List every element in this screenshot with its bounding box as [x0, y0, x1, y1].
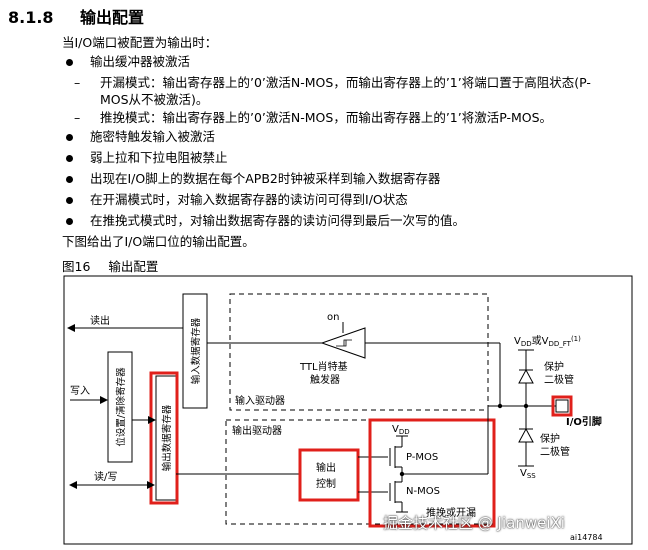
bullet-dot — [66, 155, 73, 162]
nmos-label: N-MOS — [406, 486, 440, 497]
bullet-dot — [66, 218, 73, 225]
ttl-schmitt-label-1: TTL肖特基 — [299, 360, 348, 373]
bullet-dot — [66, 176, 73, 183]
output-control-block — [298, 448, 360, 502]
io-pin-icon — [555, 399, 569, 413]
bullet-dot — [66, 197, 73, 204]
figure-number: 图16 — [62, 259, 91, 274]
bullet-apb2-sampling: 出现在I/O脚上的数据在每个APB2时钟被采样到输入数据寄存器 — [90, 171, 441, 186]
bullet-dot — [66, 134, 73, 141]
figure-label: 图16 输出配置 — [62, 256, 158, 275]
figure-intro-text: 下图给出了I/O端口位的输出配置。 — [62, 234, 255, 249]
output-data-register-highlight — [149, 371, 179, 505]
bullet-output-buffer: 输出缓冲器被激活 — [90, 54, 191, 69]
schmitt-trigger-symbol — [320, 327, 366, 359]
upper-protect-diode-label-1: 保护 — [544, 360, 564, 373]
figure-caption: 输出配置 — [108, 259, 159, 274]
section-number: 8.1.8 — [8, 8, 54, 27]
io-pin-label: I/O引脚 — [566, 415, 602, 428]
bullet-schmitt: 施密特触发输入被激活 — [90, 129, 216, 144]
sub-bullet-dash: – — [74, 75, 81, 90]
figure-id: ai14784 — [570, 533, 603, 542]
input-data-register-label: 输入数据寄存器 — [190, 317, 202, 384]
bit-set-reset-register-label: 位设置/清除寄存器 — [115, 367, 127, 447]
upper-protect-diode-label-2: 二极管 — [544, 373, 574, 386]
lower-diode-icon — [518, 427, 534, 443]
intro-text: 当I/O端口被配置为输出时： — [62, 35, 218, 50]
pmos-label: P-MOS — [406, 452, 438, 463]
watermark: 掘金技术社区 @ JianweiXi — [383, 514, 565, 532]
input-driver-region — [229, 293, 489, 411]
bit-set-reset-register — [107, 351, 133, 463]
pin-junction — [497, 403, 503, 409]
schmitt-on-label: on — [327, 312, 339, 323]
bullet-open-drain-read: 在开漏模式时，对输入数据寄存器的读访问可得到I/O状态 — [90, 192, 408, 207]
vdd-label: VDD — [392, 424, 410, 436]
output-configuration-diagram: 输入数据寄存器 位设置/清除寄存器 输出数据寄存器 读出 写入 读/写 on T… — [63, 275, 633, 545]
bullet-dot — [66, 59, 73, 66]
push-pull-highlight — [368, 418, 496, 528]
sub-bullet-open-drain-2: MOS从不被激活)。 — [100, 92, 209, 107]
io-pin-highlight — [551, 395, 573, 417]
push-pull-open-drain-label: 推挽或开漏 — [426, 506, 476, 519]
output-control-label-2: 控制 — [316, 477, 336, 490]
sub-bullet-push-pull: 推挽模式：输出寄存器上的’0’激活N-MOS，而输出寄存器上的’1’将激活P-M… — [100, 110, 553, 125]
ttl-schmitt-label-2: 触发器 — [310, 373, 340, 386]
input-data-register — [182, 293, 208, 409]
output-control-label-1: 输出 — [316, 461, 336, 474]
lower-protect-diode-label-1: 保护 — [540, 432, 560, 445]
bullet-pull-resistors: 弱上拉和下拉电阻被禁止 — [90, 150, 228, 165]
output-driver-label: 输出驱动器 — [232, 424, 282, 437]
section-title: 输出配置 — [80, 8, 145, 27]
vdd-or-vddft-label: VDD或VDD_FT(1) — [514, 335, 581, 348]
input-driver-label: 输入驱动器 — [235, 394, 285, 407]
read-out-label: 读出 — [90, 314, 110, 327]
upper-diode-icon — [518, 368, 534, 384]
sub-bullet-dash: – — [74, 110, 81, 125]
vss-label: VSS — [520, 468, 536, 480]
hysteresis-icon — [336, 339, 352, 347]
read-write-label: 读/写 — [94, 470, 117, 483]
output-data-register-label: 输出数据寄存器 — [161, 404, 173, 471]
write-in-label: 写入 — [70, 385, 90, 397]
section-heading: 8.1.8 输出配置 — [8, 4, 144, 28]
bullet-push-pull-read: 在推挽式模式时，对输出数据寄存器的读访问得到最后一次写的值。 — [90, 213, 466, 228]
sub-bullet-open-drain-1: 开漏模式：输出寄存器上的’0’激活N-MOS，而输出寄存器上的’1’将端口置于高… — [100, 75, 591, 90]
diagram-frame — [63, 275, 633, 545]
lower-protect-diode-label-2: 二极管 — [540, 445, 570, 458]
